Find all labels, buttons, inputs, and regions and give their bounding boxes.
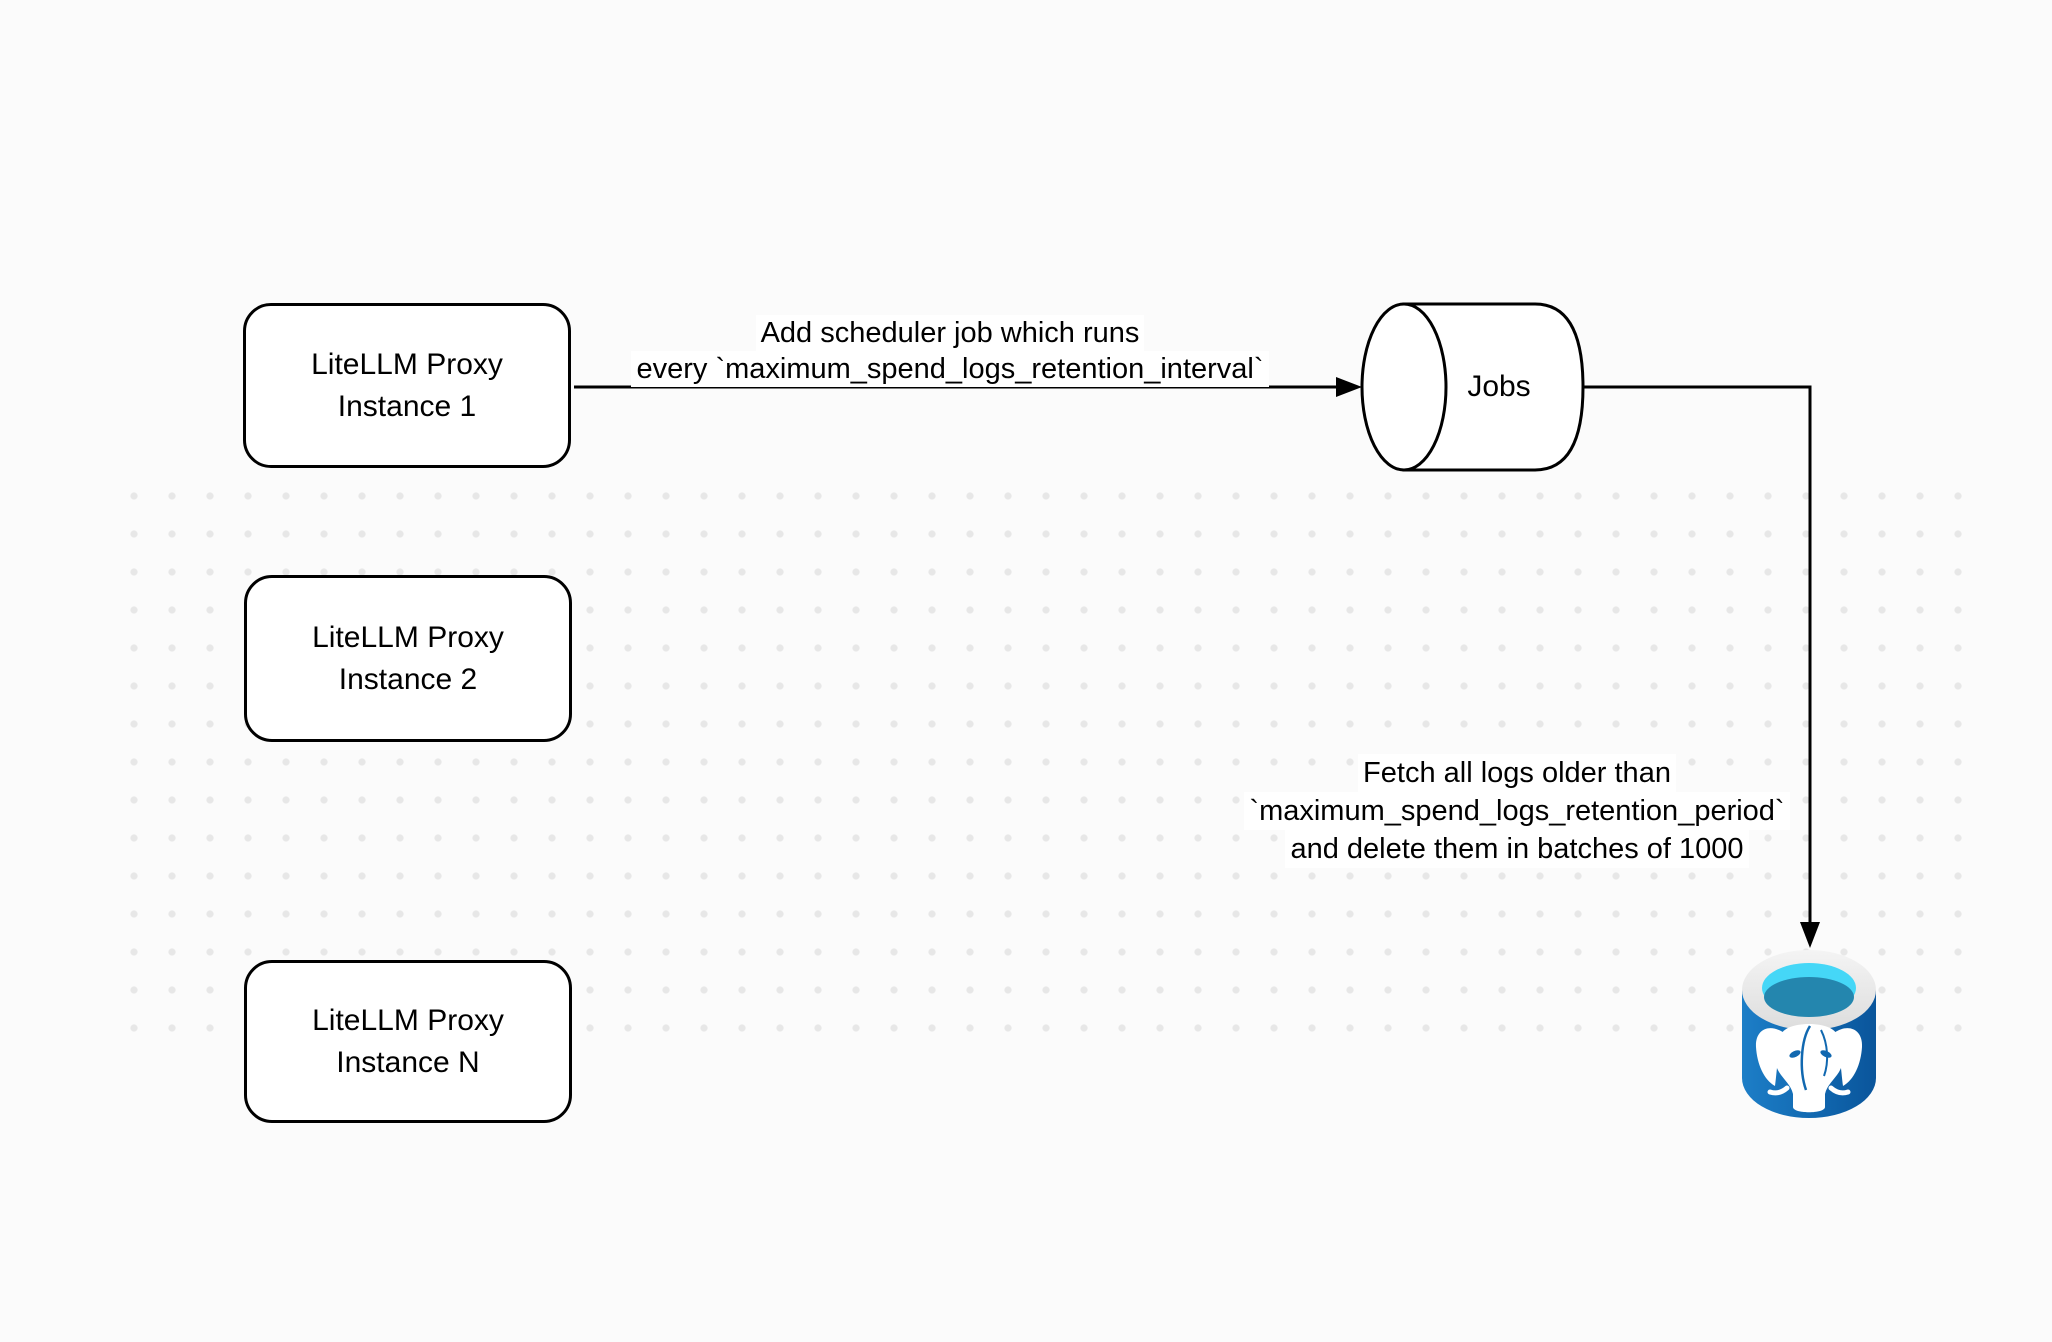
node-label-line: LiteLLM Proxy bbox=[311, 347, 503, 381]
node-label-line: LiteLLM Proxy bbox=[312, 1003, 504, 1037]
arrow-head-down-icon bbox=[1800, 922, 1820, 948]
node-litellm-proxy-instance-1: LiteLLM Proxy Instance 1 bbox=[243, 303, 571, 468]
fetch-delete-edge-label: Fetch all logs older than `maximum_spend… bbox=[1187, 754, 1847, 868]
edge-label-line: Fetch all logs older than bbox=[1187, 754, 1847, 792]
edge-label-line: Add scheduler job which runs bbox=[610, 315, 1290, 351]
edge-label-line: and delete them in batches of 1000 bbox=[1187, 830, 1847, 868]
jobs-queue-cylinder bbox=[1360, 302, 1585, 472]
node-label-line: Instance N bbox=[336, 1045, 480, 1079]
arrow-head-right-icon bbox=[1336, 377, 1362, 397]
node-litellm-proxy-instance-2: LiteLLM Proxy Instance 2 bbox=[244, 575, 572, 742]
jobs-to-postgres-connector bbox=[1583, 385, 1820, 948]
node-label-line: LiteLLM Proxy bbox=[312, 620, 504, 654]
scheduler-arrow bbox=[574, 377, 1362, 397]
edge-label-line: every `maximum_spend_logs_retention_inte… bbox=[610, 351, 1290, 387]
postgres-elephant-icon bbox=[1755, 1024, 1863, 1113]
scheduler-edge-label: Add scheduler job which runs every `maxi… bbox=[610, 315, 1290, 387]
edge-label-line: `maximum_spend_logs_retention_period` bbox=[1187, 792, 1847, 830]
node-litellm-proxy-instance-n: LiteLLM Proxy Instance N bbox=[244, 960, 572, 1123]
node-label-line: Instance 1 bbox=[337, 389, 477, 423]
postgresql-database-icon bbox=[1742, 950, 1876, 1118]
node-label-line: Instance 2 bbox=[338, 662, 478, 696]
jobs-node-label: Jobs bbox=[1467, 370, 1531, 403]
